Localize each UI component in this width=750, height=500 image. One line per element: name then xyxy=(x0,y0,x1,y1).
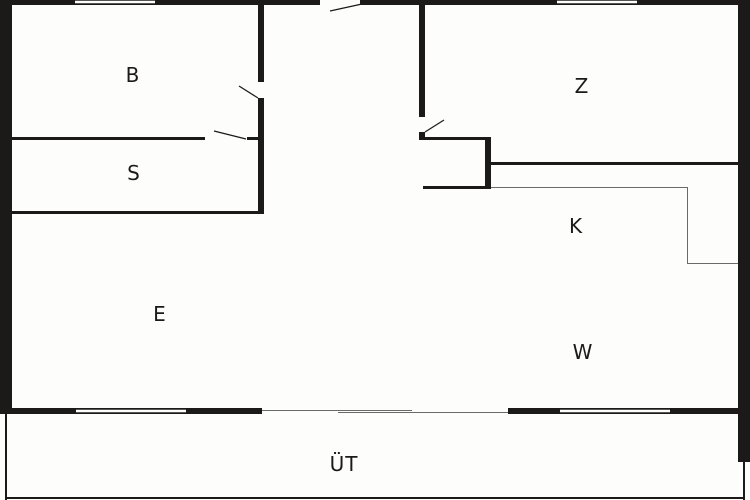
room-label-e: E xyxy=(153,302,167,326)
balcony-left xyxy=(5,412,7,500)
wall-outer-top xyxy=(0,0,750,5)
wall-z-left xyxy=(419,0,425,140)
room-label-b: B xyxy=(125,63,141,87)
room-label-k: K xyxy=(568,214,584,238)
wall-outer-left xyxy=(0,0,12,412)
room-label-z: Z xyxy=(574,74,590,98)
door-gap-s xyxy=(205,137,247,140)
wall-b-right xyxy=(258,0,264,214)
window-top-b xyxy=(75,0,155,4)
kitchen-counter-bottom xyxy=(687,263,738,264)
door-gap-b xyxy=(258,82,264,98)
wall-notch-bottom xyxy=(423,186,491,189)
wall-b-s xyxy=(12,137,262,140)
balcony-bottom xyxy=(5,497,745,499)
kitchen-counter-side xyxy=(687,187,688,264)
wall-outer-right xyxy=(738,0,750,462)
room-label-w: W xyxy=(572,340,594,364)
entry-door-gap xyxy=(320,0,360,5)
balcony-door-1 xyxy=(262,410,412,411)
balcony-right xyxy=(743,460,745,500)
balcony-door-2 xyxy=(338,412,508,413)
balcony-door-gap xyxy=(262,408,508,414)
room-label-ut: ÜT xyxy=(329,452,359,476)
wall-s-bottom xyxy=(12,211,264,214)
door-gap-z xyxy=(419,117,425,132)
wall-z-bottom xyxy=(490,162,740,165)
window-south-w xyxy=(560,409,670,413)
window-top-z xyxy=(557,0,637,4)
window-south-e xyxy=(76,409,186,413)
wall-z-notch-right xyxy=(485,137,491,189)
wall-z-notch-top xyxy=(419,137,491,140)
room-label-s: S xyxy=(127,161,141,185)
kitchen-counter-top xyxy=(491,187,688,188)
